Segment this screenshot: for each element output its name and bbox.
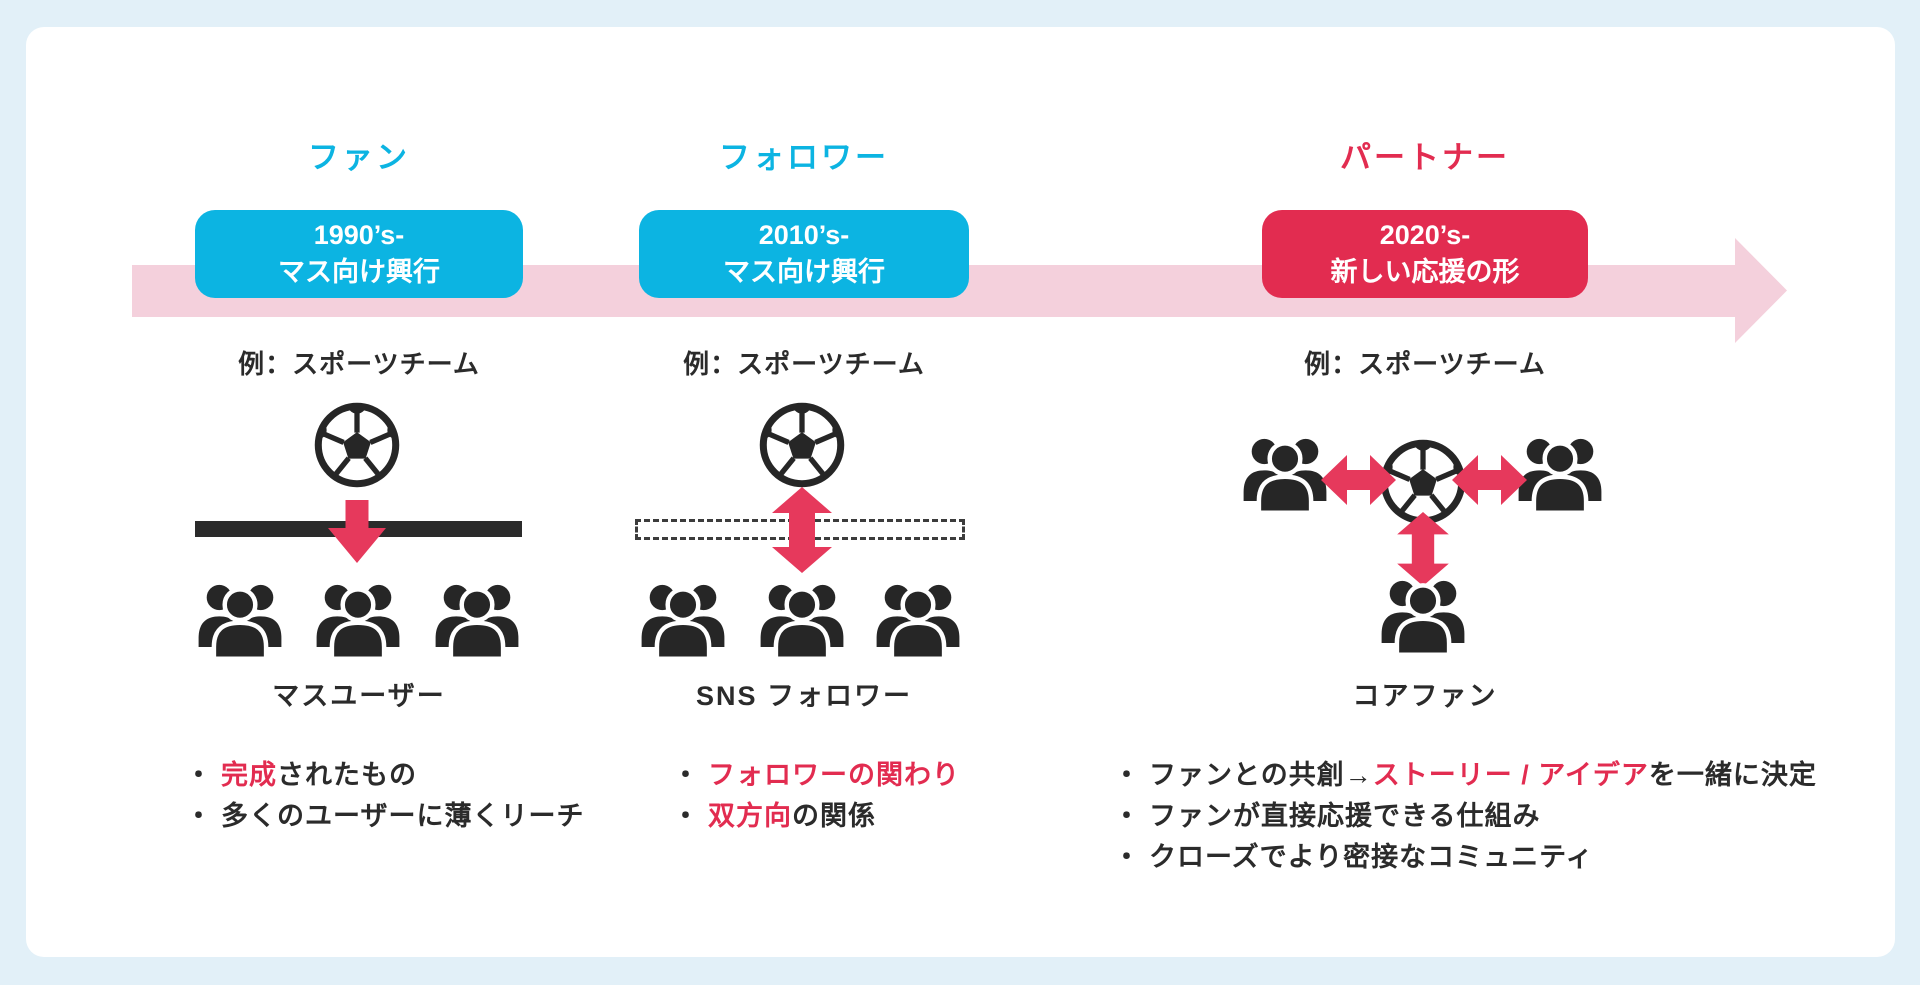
column-title-follower: フォロワー [719,140,889,175]
era-badge-partner: 2020’s- 新しい応援の形 [1262,210,1588,298]
bullet-text: の関係 [792,801,876,831]
example-label-partner: 例：スポーツチーム [1304,349,1546,379]
bullet-text: 多くのユーザーに薄くリーチ [221,801,585,831]
era-line1: 1990’s- [313,220,405,250]
audience-label-follower: SNS フォロワー [695,681,913,711]
bullet-text: ファンとの共創→ [1149,760,1373,790]
bullet-text-emphasis: 双方向 [708,801,792,831]
bullet-list-fan: ・完成されたもの・多くのユーザーに薄くリーチ [185,755,655,837]
people-group-icon [757,570,847,670]
bullet-dot: ・ [185,760,213,790]
era-badge-fan: 1990’s- マス向け興行 [195,210,523,298]
column-title-fan: ファン [308,140,410,175]
bullet-item: ・ファンとの共創→ストーリー / アイデアを一緒に決定 [1113,755,1873,796]
bullet-list-follower: ・フォロワーの関わり・双方向の関係 [672,755,1112,837]
audience-label-partner: コアファン [1352,681,1498,711]
bullet-item: ・フォロワーの関わり [672,755,1112,796]
left-right-arrow-icon [1452,452,1527,508]
people-group-icon [432,570,522,670]
bullet-text: クローズでより密接なコミュニティ [1149,842,1594,872]
bullet-text-emphasis: ストーリー / アイデア [1372,760,1649,790]
example-label-fan: 例：スポーツチーム [238,349,480,379]
example-label-follower: 例：スポーツチーム [683,349,925,379]
soccer-ball-icon [313,401,401,489]
column-title-partner: パートナー [1340,140,1510,175]
bullet-dot: ・ [672,801,700,831]
people-group-icon [1515,424,1605,524]
era-badge-follower: 2010’s- マス向け興行 [639,210,969,298]
audience-label-fan: マスユーザー [272,681,446,711]
people-group-icon [1240,424,1330,524]
bullet-item: ・ファンが直接応援できる仕組み [1113,796,1873,837]
era-line1: 2010’s- [758,220,850,250]
up-down-arrow-icon [772,487,832,573]
era-line2: マス向け興行 [723,257,885,287]
bullet-dot: ・ [1113,842,1141,872]
era-line1: 2020’s- [1379,220,1471,250]
bullet-list-partner: ・ファンとの共創→ストーリー / アイデアを一緒に決定・ファンが直接応援できる仕… [1113,755,1873,878]
bullet-text: を一緒に決定 [1648,760,1817,790]
bullet-text-emphasis: 完成 [221,760,277,790]
bullet-item: ・双方向の関係 [672,796,1112,837]
bullet-dot: ・ [185,801,213,831]
people-group-icon [313,570,403,670]
bullet-dot: ・ [1113,760,1141,790]
bullet-text-emphasis: フォロワーの関わり [708,760,960,790]
bullet-text: ファンが直接応援できる仕組み [1149,801,1541,831]
down-arrow-icon [328,500,386,563]
bullet-dot: ・ [672,760,700,790]
people-group-icon [638,570,728,670]
bullet-dot: ・ [1113,801,1141,831]
bullet-item: ・クローズでより密接なコミュニティ [1113,837,1873,878]
people-group-icon [873,570,963,670]
bullet-text: されたもの [277,760,417,790]
bullet-item: ・多くのユーザーに薄くリーチ [185,796,655,837]
era-line2: 新しい応援の形 [1330,257,1520,287]
bullet-item: ・完成されたもの [185,755,655,796]
era-line2: マス向け興行 [278,257,440,287]
people-group-icon [1378,566,1468,666]
soccer-ball-icon [758,401,846,489]
left-right-arrow-icon [1321,452,1396,508]
people-group-icon [195,570,285,670]
